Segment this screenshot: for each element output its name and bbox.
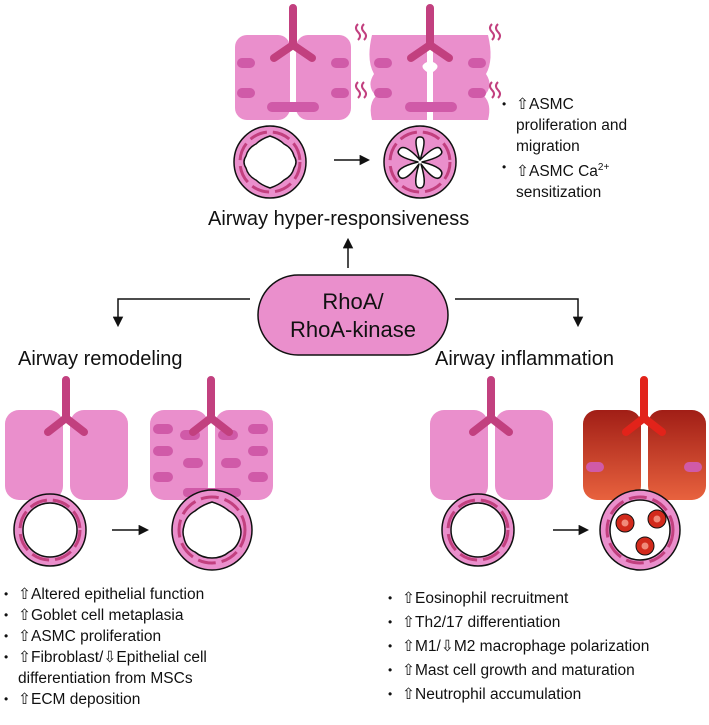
hub-label: RhoA/ RhoA-kinase (258, 288, 448, 344)
lung-normal-top-icon (235, 4, 351, 120)
title-airway-inflammation: Airway inflammation (435, 348, 614, 370)
left-bullet-4: Fibroblast/Epithelial cell differentiati… (4, 647, 207, 689)
up-arrow-icon (18, 649, 31, 666)
airway-normal-top-icon (233, 125, 307, 199)
right-bullet-list: Eosinophil recruitment Th2/17 differenti… (388, 588, 649, 705)
up-arrow-icon (402, 590, 415, 607)
up-arrow-icon (18, 586, 31, 603)
hub-line2: RhoA-kinase (290, 317, 416, 342)
arrow-left-icon (112, 298, 250, 328)
hub-pill (257, 274, 449, 356)
up-arrow-icon (402, 662, 415, 679)
left-bullet-1: Altered epithelial function (4, 584, 207, 605)
lung-remodeled-left-icon (150, 376, 273, 500)
down-arrow-icon (103, 649, 116, 666)
down-arrow-icon (441, 638, 454, 655)
title-airway-remodeling: Airway remodeling (18, 348, 183, 370)
up-arrow-icon (516, 163, 529, 180)
right-bullet-1: Eosinophil recruitment (388, 588, 649, 609)
right-bullet-5: Neutrophil accumulation (388, 684, 649, 705)
right-bullet-3: M1/M2 macrophage polarization (388, 636, 649, 657)
left-bullet-3: ASMC proliferation (4, 626, 207, 647)
up-arrow-icon (402, 614, 415, 631)
up-arrow-icon (402, 686, 415, 703)
airway-normal-right-icon (441, 493, 515, 567)
lung-constricted-top-icon (355, 4, 501, 120)
airway-remodeled-left-icon (171, 489, 253, 571)
hub-line1: RhoA/ (322, 289, 384, 314)
top-bullet-list: ASMC proliferation and migration ASMC Ca… (502, 94, 627, 203)
right-bullet-4: Mast cell growth and maturation (388, 660, 649, 681)
airway-constricted-top-icon (383, 125, 457, 199)
up-arrow-icon (516, 96, 529, 113)
title-airway-hyper-responsiveness: Airway hyper-responsiveness (208, 208, 470, 230)
airway-normal-left-icon (13, 493, 87, 567)
left-bullet-5: ECM deposition (4, 689, 207, 710)
up-arrow-icon (18, 607, 31, 624)
arrow-right-icon (455, 298, 584, 328)
up-arrow-icon (402, 638, 415, 655)
airway-inflamed-right-icon (599, 489, 681, 571)
up-arrow-icon (18, 691, 31, 708)
left-bullet-list: Altered epithelial function Goblet cell … (4, 584, 207, 710)
lung-normal-right-icon (430, 376, 553, 500)
lung-normal-left-icon (5, 376, 128, 500)
up-arrow-icon (18, 628, 31, 645)
left-bullet-2: Goblet cell metaplasia (4, 605, 207, 626)
lung-inflamed-right-icon (583, 376, 706, 500)
top-bullet-1: ASMC proliferation and migration (502, 94, 627, 157)
top-bullet-2: ASMC Ca2+ sensitization (502, 157, 627, 203)
right-bullet-2: Th2/17 differentiation (388, 612, 649, 633)
